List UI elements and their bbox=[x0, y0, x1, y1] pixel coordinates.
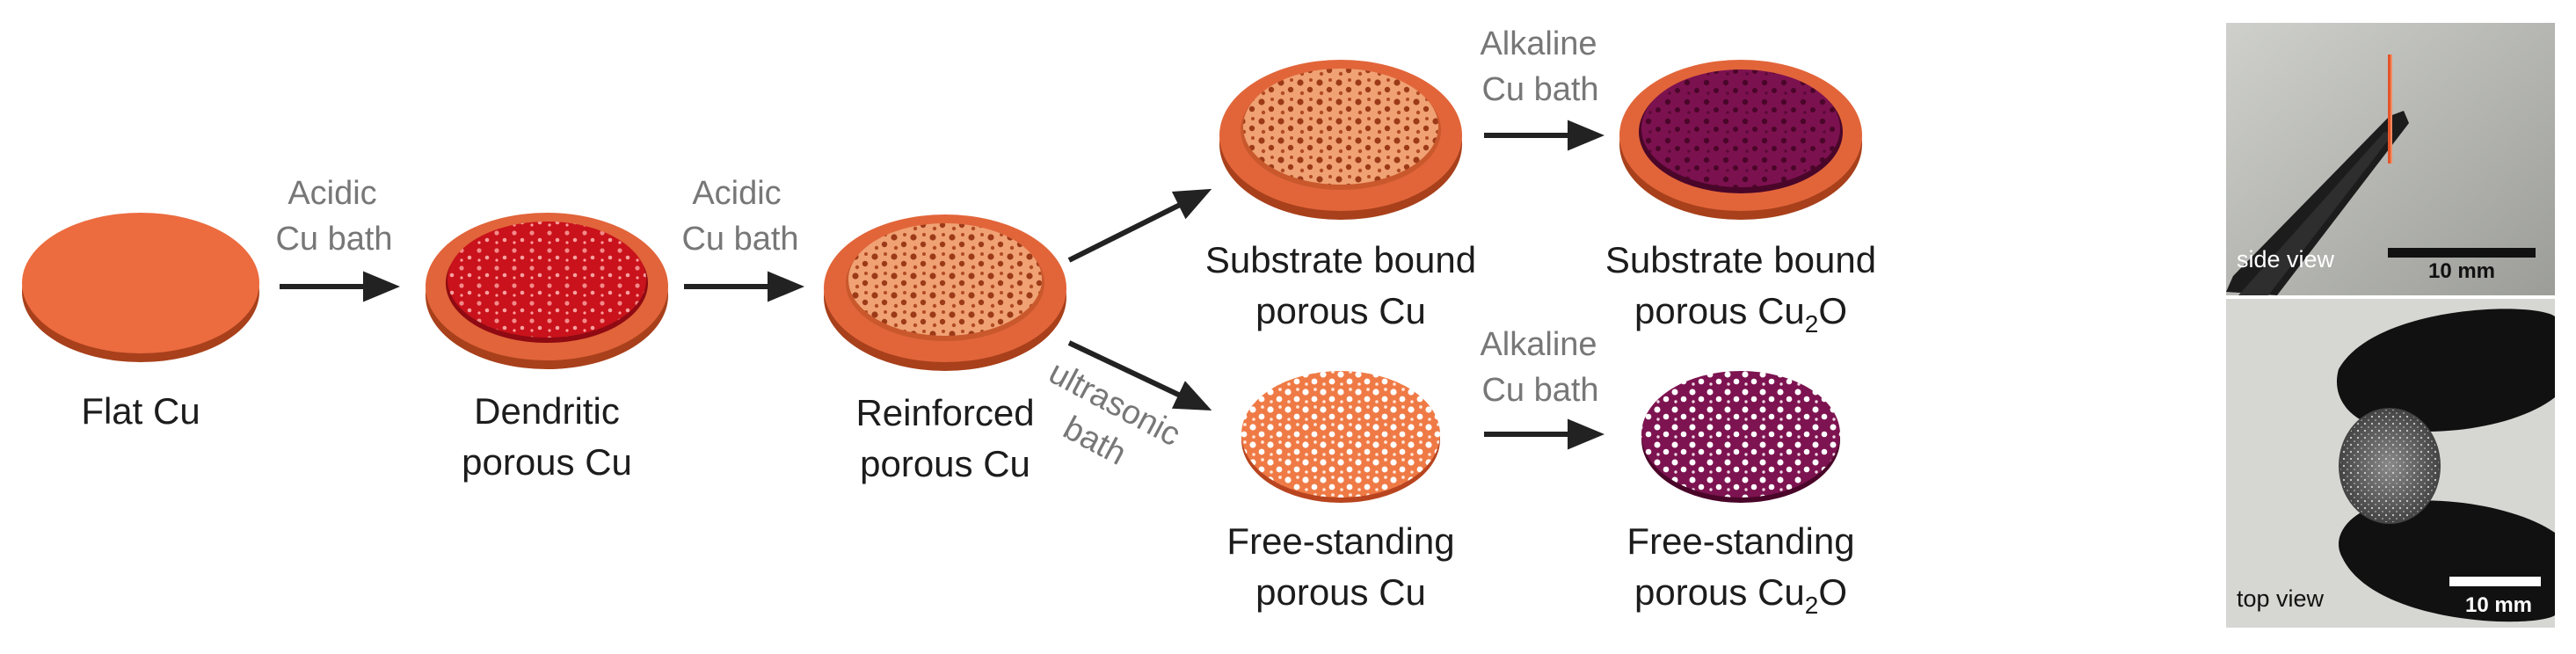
condition-alkaline-1-line2: Cu bath bbox=[1481, 71, 1598, 108]
label-substrate-cu2o-line1: Substrate bound bbox=[1605, 239, 1876, 280]
photo-caption-side: side view bbox=[2237, 246, 2335, 272]
condition-acidic-2-line2: Cu bath bbox=[681, 221, 798, 258]
scale-bar-side bbox=[2388, 248, 2536, 258]
disc-reinforced bbox=[824, 214, 1066, 371]
scale-bar-top bbox=[2449, 577, 2541, 586]
scale-label-top: 10 mm bbox=[2465, 593, 2532, 617]
disc-flat-cu bbox=[22, 213, 259, 362]
label-flat-cu: Flat Cu bbox=[81, 390, 200, 432]
disc-substrate-bound-cu bbox=[1219, 60, 1462, 220]
condition-alkaline-2-line1: Alkaline bbox=[1480, 326, 1597, 363]
condition-acidic-1-line2: Cu bath bbox=[275, 221, 392, 258]
label-freestanding-cu2o-line1: Free-standing bbox=[1626, 520, 1854, 562]
label-substrate-cu-line2: porous Cu bbox=[1255, 290, 1426, 331]
condition-alkaline-1-line1: Alkaline bbox=[1480, 25, 1597, 62]
disc-free-standing-cu2o bbox=[1641, 371, 1840, 503]
disc-dendritic bbox=[426, 213, 668, 369]
label-substrate-cu2o-line2: porous Cu2O bbox=[1634, 290, 1847, 338]
label-freestanding-cu-line2: porous Cu bbox=[1255, 571, 1426, 613]
disc-substrate-bound-cu2o bbox=[1619, 60, 1862, 220]
arrow-to-substrate-bound bbox=[1067, 188, 1212, 263]
label-freestanding-cu-line1: Free-standing bbox=[1226, 520, 1454, 562]
condition-acidic-1-line1: Acidic bbox=[287, 175, 376, 212]
arrow-to-free-standing bbox=[1067, 340, 1212, 411]
scale-label-side: 10 mm bbox=[2428, 259, 2495, 283]
label-reinforced-line2: porous Cu bbox=[860, 443, 1030, 484]
label-dendritic-line1: Dendritic bbox=[474, 390, 620, 432]
condition-alkaline-2-line2: Cu bath bbox=[1481, 372, 1598, 409]
condition-acidic-2-line1: Acidic bbox=[692, 175, 781, 212]
label-freestanding-cu2o-line2: porous Cu2O bbox=[1634, 571, 1847, 619]
photo-top-view: 10 mm top view bbox=[2226, 299, 2555, 628]
photo-caption-top: top view bbox=[2237, 585, 2325, 612]
label-reinforced-line1: Reinforced bbox=[855, 392, 1034, 433]
photo-side-view: 10 mm side view bbox=[2226, 23, 2555, 295]
label-substrate-cu-line1: Substrate bound bbox=[1205, 239, 1476, 280]
disc-free-standing-cu bbox=[1241, 371, 1440, 503]
label-dendritic-line2: porous Cu bbox=[462, 441, 632, 483]
